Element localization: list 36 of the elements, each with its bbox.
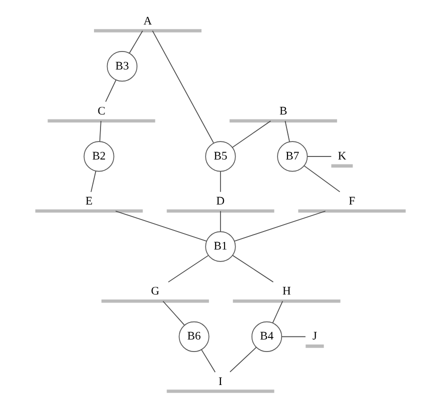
node-circle: B1 bbox=[204, 231, 236, 262]
node-text: A bbox=[143, 14, 152, 28]
connector bbox=[272, 300, 283, 324]
node-circle: B3 bbox=[106, 51, 137, 82]
connector bbox=[114, 210, 206, 242]
node-circle: B7 bbox=[276, 141, 308, 172]
connector bbox=[234, 210, 326, 242]
connector bbox=[104, 80, 116, 102]
node-text: F bbox=[348, 194, 355, 208]
connector bbox=[232, 254, 274, 282]
node-circle: B6 bbox=[178, 321, 209, 352]
node-circle: B5 bbox=[204, 141, 236, 172]
connector bbox=[167, 255, 208, 282]
connector bbox=[128, 30, 142, 54]
node-text: J bbox=[312, 330, 316, 343]
connector bbox=[306, 156, 332, 157]
node-text: I bbox=[218, 374, 222, 388]
node-text: E bbox=[85, 194, 92, 208]
connector bbox=[90, 170, 96, 192]
connector bbox=[280, 336, 306, 338]
node-text: D bbox=[216, 194, 224, 208]
connector bbox=[284, 120, 290, 142]
node-text: G bbox=[150, 284, 159, 298]
node-circle: B2 bbox=[83, 141, 114, 172]
connector bbox=[152, 30, 214, 144]
node-text: K bbox=[337, 150, 346, 162]
connector bbox=[200, 349, 216, 373]
node-text: C bbox=[97, 104, 105, 118]
node-text: H bbox=[282, 284, 290, 298]
connector bbox=[162, 300, 184, 326]
connector bbox=[98, 120, 101, 142]
connector bbox=[231, 120, 271, 148]
connector bbox=[303, 165, 340, 192]
node-text: B bbox=[278, 104, 287, 118]
connector bbox=[229, 346, 256, 372]
node-circle: B4 bbox=[251, 321, 282, 352]
